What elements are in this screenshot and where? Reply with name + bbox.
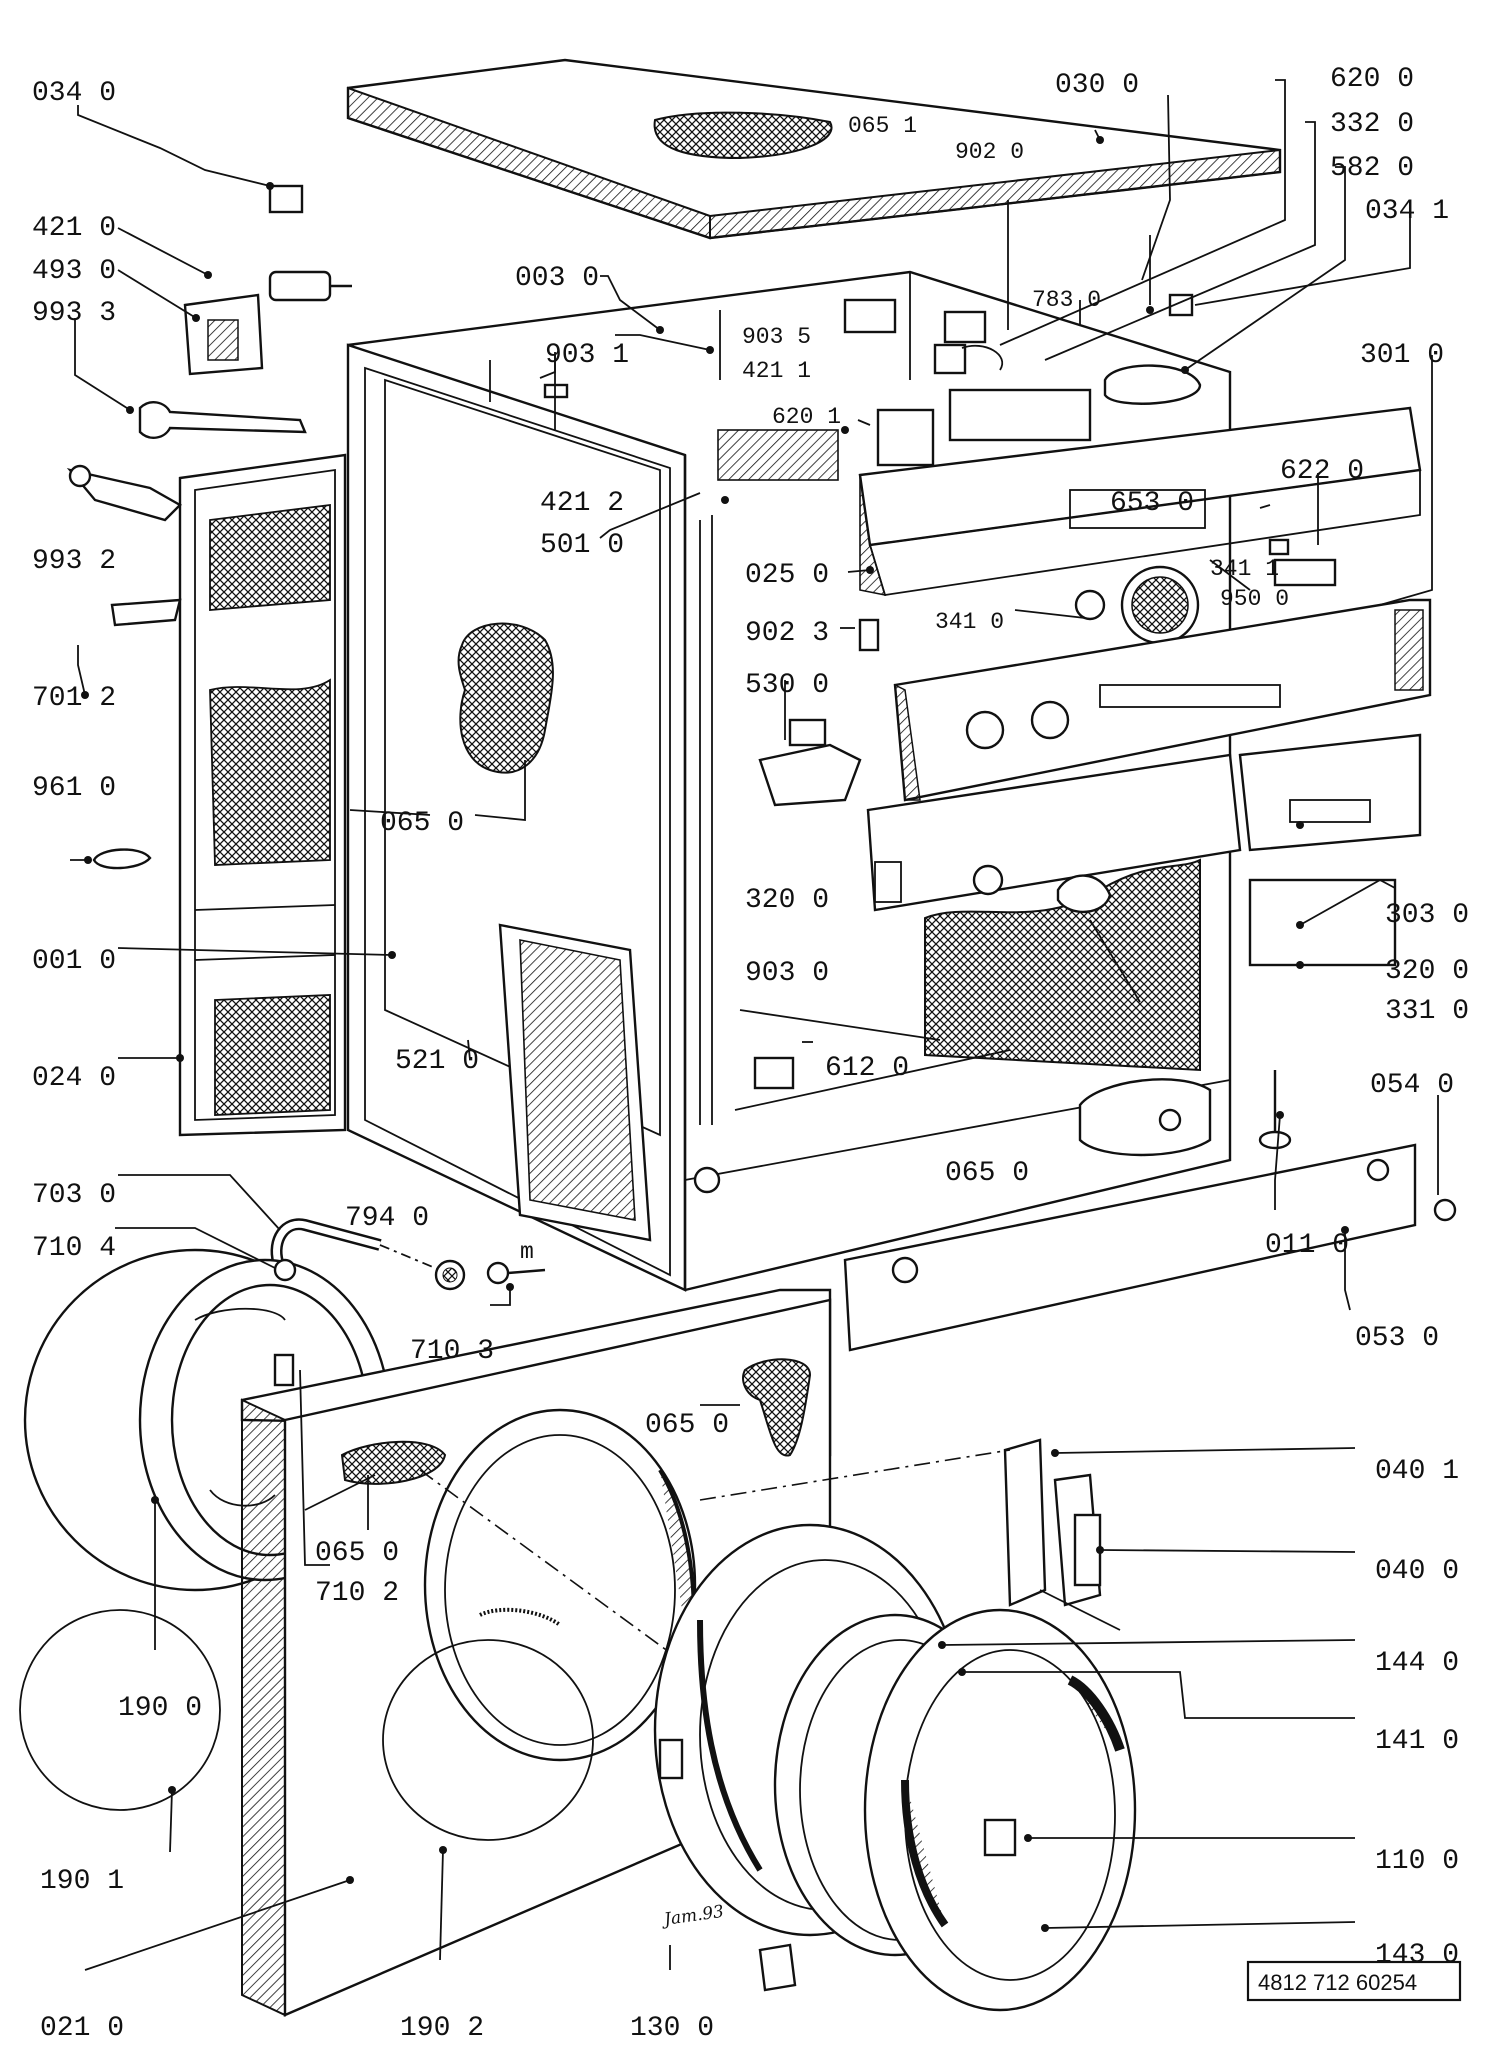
label-783-0: 783 0 <box>1032 287 1101 313</box>
label-703-0: 703 0 <box>32 1180 116 1211</box>
label-710-3: 710 3 <box>410 1336 494 1367</box>
label-993-2: 993 2 <box>32 546 116 577</box>
label-320-0-left: 320 0 <box>745 885 829 916</box>
kickplate <box>843 1070 1457 1352</box>
part-labels: 034 0 030 0 065 1 620 0 332 0 902 0 582 … <box>32 64 1469 2044</box>
label-622-0: 622 0 <box>1280 456 1364 487</box>
label-030-0: 030 0 <box>1055 70 1139 101</box>
label-493-0: 493 0 <box>32 256 116 287</box>
hinge <box>699 1438 1121 1631</box>
label-341-1: 341 1 <box>1210 556 1279 582</box>
label-040-0: 040 0 <box>1375 1556 1459 1587</box>
label-903-5: 903 5 <box>742 324 811 350</box>
label-961-0: 961 0 <box>32 773 116 804</box>
dispenser <box>758 618 880 807</box>
label-501-0: 501 0 <box>540 530 624 561</box>
label-025-0: 025 0 <box>745 560 829 591</box>
label-530-0: 530 0 <box>745 670 829 701</box>
top-components <box>543 293 1202 481</box>
control-panel <box>858 406 1422 645</box>
label-902-0: 902 0 <box>955 139 1024 165</box>
label-950-0: 950 0 <box>1220 586 1289 612</box>
leader-dots <box>81 136 1349 1932</box>
label-065-0-front: 065 0 <box>645 1410 729 1441</box>
label-421-0: 421 0 <box>32 213 116 244</box>
top-lid <box>346 58 1282 240</box>
label-320-0-right: 320 0 <box>1385 956 1469 987</box>
label-065-0-panel: 065 0 <box>315 1538 399 1569</box>
label-332-0: 332 0 <box>1330 109 1414 140</box>
label-620-0: 620 0 <box>1330 64 1414 95</box>
label-521-0: 521 0 <box>395 1046 479 1077</box>
label-040-1: 040 1 <box>1375 1456 1459 1487</box>
doc-number-box: 4812 712 60254 <box>1246 1960 1462 2002</box>
label-341-0: 341 0 <box>935 609 1004 635</box>
label-301-0: 301 0 <box>1360 340 1444 371</box>
front-fascia <box>866 598 1432 967</box>
door-assembly <box>653 1523 1137 2012</box>
label-903-1: 903 1 <box>545 340 629 371</box>
leader-lines <box>70 79 1439 1971</box>
label-331-0: 331 0 <box>1385 996 1469 1027</box>
label-620-1: 620 1 <box>772 404 841 430</box>
label-710-4: 710 4 <box>32 1233 116 1264</box>
label-130-0: 130 0 <box>630 2013 714 2044</box>
label-701-2: 701 2 <box>32 683 116 714</box>
label-190-0: 190 0 <box>118 1693 202 1724</box>
label-421-1: 421 1 <box>742 358 811 384</box>
label-902-3: 902 3 <box>745 618 829 649</box>
hose <box>270 1218 546 1291</box>
small-parts-left <box>66 184 352 870</box>
label-190-1: 190 1 <box>40 1866 124 1897</box>
label-141-0: 141 0 <box>1375 1726 1459 1757</box>
back-panel <box>178 453 347 1137</box>
label-190-2: 190 2 <box>400 2013 484 2044</box>
label-794-0: 794 0 <box>345 1203 429 1234</box>
label-m: m <box>520 1239 534 1265</box>
label-421-2: 421 2 <box>540 488 624 519</box>
label-065-1: 065 1 <box>848 113 917 139</box>
label-065-0-side: 065 0 <box>380 808 464 839</box>
front-panel <box>240 1288 941 2017</box>
label-001-0: 001 0 <box>32 946 116 977</box>
label-011-0: 011 0 <box>1265 1230 1349 1261</box>
label-582-0: 582 0 <box>1330 153 1414 184</box>
label-053-0: 053 0 <box>1355 1323 1439 1354</box>
label-903-0: 903 0 <box>745 958 829 989</box>
label-110-0: 110 0 <box>1375 1846 1459 1877</box>
label-612-0: 612 0 <box>825 1053 909 1084</box>
label-993-3: 993 3 <box>32 298 116 329</box>
label-710-2: 710 2 <box>315 1578 399 1609</box>
signature: Jam.93 <box>660 1902 725 1931</box>
label-653-0: 653 0 <box>1110 488 1194 519</box>
label-021-0: 021 0 <box>40 2013 124 2044</box>
label-054-0: 054 0 <box>1370 1070 1454 1101</box>
label-034-0: 034 0 <box>32 78 116 109</box>
label-024-0: 024 0 <box>32 1063 116 1094</box>
label-034-1: 034 1 <box>1365 196 1449 227</box>
label-303-0: 303 0 <box>1385 900 1469 931</box>
label-065-0-rear: 065 0 <box>945 1158 1029 1189</box>
doc-number: 4812 712 60254 <box>1258 1970 1417 1995</box>
label-144-0: 144 0 <box>1375 1648 1459 1679</box>
label-003-0: 003 0 <box>515 263 599 294</box>
